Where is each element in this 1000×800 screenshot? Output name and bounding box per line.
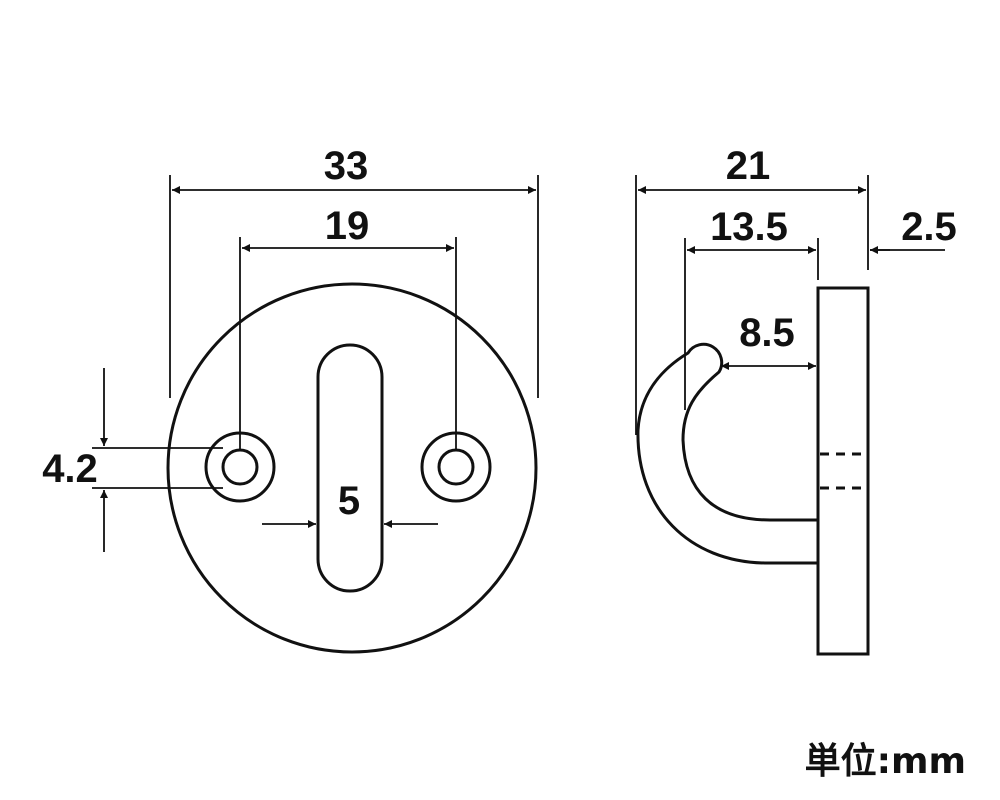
dimension-plate-thickness: 2.5 xyxy=(870,205,957,254)
unit-label: 単位:mm xyxy=(805,741,966,782)
hook-body xyxy=(636,342,818,565)
dimension-hole-diameter: 4.2 xyxy=(42,368,223,552)
dimension-hook-depth: 13.5 xyxy=(684,205,819,410)
dim-slot-width-label: 5 xyxy=(338,479,360,523)
base-plate-outline xyxy=(166,282,538,654)
dimension-hole-spacing: 19 xyxy=(239,204,457,450)
dimension-slot-width: 5 xyxy=(262,479,438,528)
hidden-hole-lines xyxy=(820,452,866,490)
dim-overall-width-label: 33 xyxy=(324,144,369,188)
dim-hook-opening-label: 8.5 xyxy=(739,311,795,355)
keyhole-slot xyxy=(316,343,384,593)
side-view: 21 13.5 2.5 8.5 xyxy=(635,144,957,656)
dim-hole-spacing-label: 19 xyxy=(325,204,370,248)
dim-hook-depth-label: 13.5 xyxy=(710,205,788,249)
side-plate xyxy=(816,286,870,656)
front-view: 33 19 4.2 5 xyxy=(42,144,539,654)
dimension-total-depth: 21 xyxy=(635,144,869,435)
dimension-hook-opening: 8.5 xyxy=(721,311,816,370)
dim-hole-diameter-label: 4.2 xyxy=(42,447,98,491)
dim-total-depth-label: 21 xyxy=(726,144,771,188)
dimension-overall-width: 33 xyxy=(169,144,539,398)
dim-plate-thickness-label: 2.5 xyxy=(901,205,957,249)
